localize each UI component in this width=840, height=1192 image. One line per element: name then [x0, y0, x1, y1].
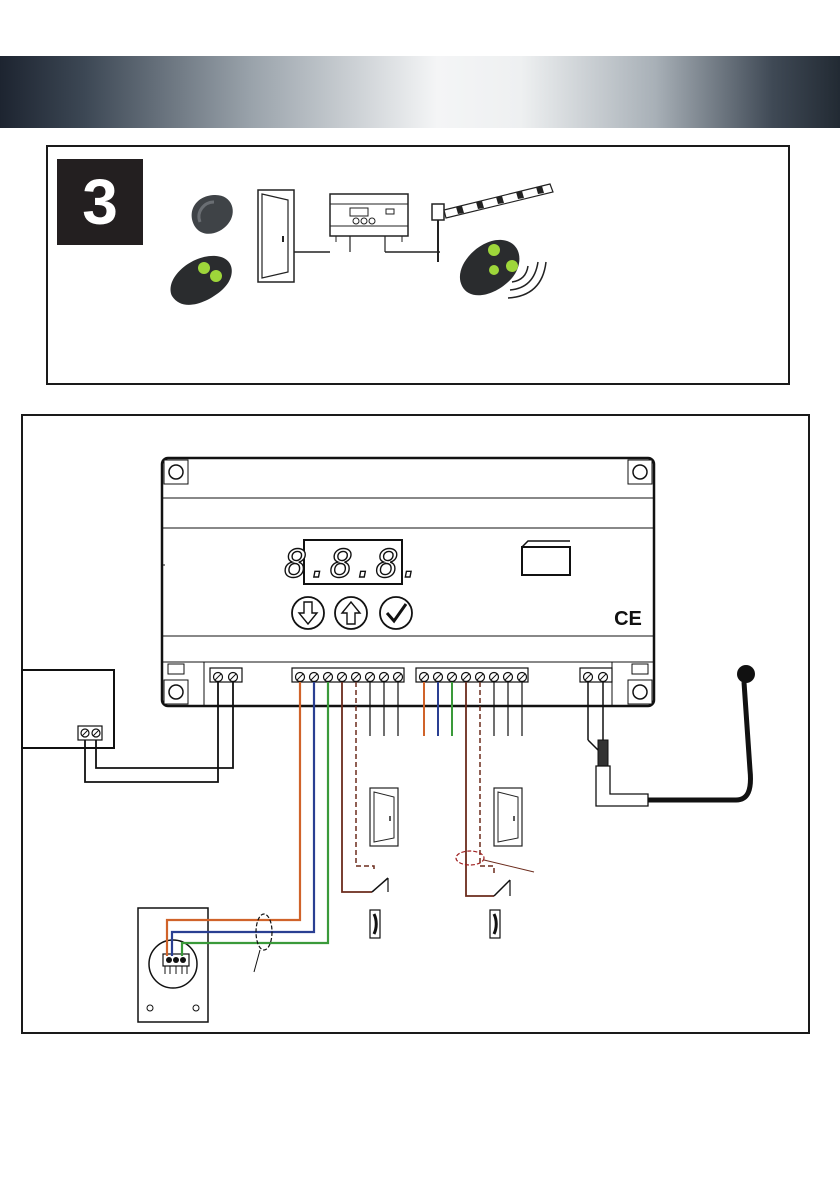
mounting-screw-icon	[164, 680, 188, 704]
callout-line	[254, 950, 260, 972]
down-button[interactable]	[292, 597, 324, 629]
confirm-button[interactable]	[380, 597, 412, 629]
mounting-screw-icon	[628, 680, 652, 704]
display-readout: 8.8.8.	[284, 542, 421, 586]
exit-button-icon	[490, 910, 500, 938]
terminal-block-antenna	[580, 668, 612, 682]
ce-mark: CE	[614, 608, 642, 630]
card-reader-slot	[522, 541, 570, 575]
door2-contact-wire-dashed	[480, 682, 494, 874]
door2-switch	[494, 880, 510, 896]
card-reader-unit	[138, 908, 208, 1022]
door-switch	[372, 878, 388, 892]
door-icon	[258, 190, 294, 282]
door-contact-wire	[342, 682, 372, 892]
controller-icon	[330, 194, 408, 242]
badge-tag-icon	[192, 195, 233, 234]
mounting-screw-icon	[628, 460, 652, 484]
up-button[interactable]	[335, 597, 367, 629]
remote-transmitting-icon	[460, 240, 546, 298]
mounting-screw-icon	[164, 460, 188, 484]
terminal-block-left	[292, 668, 404, 682]
remote-control-icon	[171, 256, 232, 305]
power-supply-unit	[22, 670, 114, 748]
exit-button-icon	[370, 910, 380, 938]
led-display: 8.8.8.	[284, 540, 421, 586]
door-icon	[494, 788, 522, 846]
terminal-block-right	[416, 668, 528, 682]
door-icon	[370, 788, 398, 846]
terminal-block-power	[210, 668, 242, 682]
